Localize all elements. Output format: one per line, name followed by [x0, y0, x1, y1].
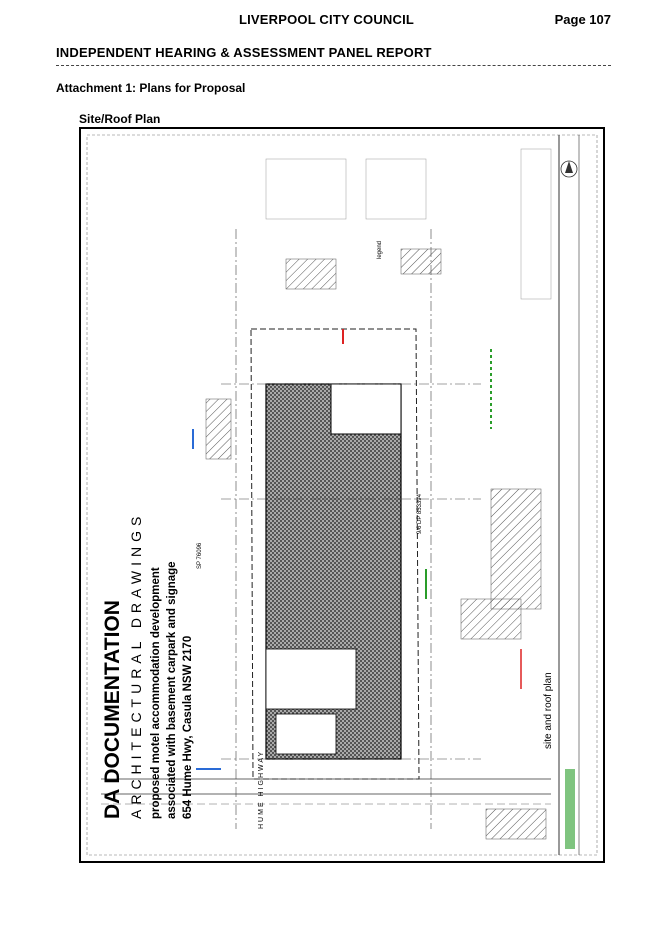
street-label: HUME HIGHWAY [258, 750, 265, 829]
project-address: 654 Hume Hwy, Casula NSW 2170 [182, 636, 194, 819]
north-arrow-icon [560, 160, 578, 178]
drawing-title-group: DA DOCUMENTATION ARCHITECTURAL DRAWINGS … [101, 512, 194, 819]
drawing-subtitle: ARCHITECTURAL DRAWINGS [128, 512, 144, 819]
report-title: INDEPENDENT HEARING & ASSESSMENT PANEL R… [56, 45, 432, 60]
project-description-2: associated with basement carpark and sig… [166, 561, 178, 819]
plan-svg: DA DOCUMENTATION ARCHITECTURAL DRAWINGS … [86, 134, 598, 856]
lot-label-sp: SP 76096 [197, 542, 203, 569]
header-divider [56, 65, 611, 66]
project-description-1: proposed motel accommodation development [150, 567, 162, 819]
section-title: Site/Roof Plan [79, 112, 161, 126]
drawing-title: DA DOCUMENTATION [101, 600, 124, 819]
site-roof-plan-drawing: DA DOCUMENTATION ARCHITECTURAL DRAWINGS … [79, 127, 605, 863]
lot-label-dp: 9/6 DP 853394 [417, 493, 423, 534]
page-number: Page 107 [554, 12, 611, 27]
attachment-title: Attachment 1: Plans for Proposal [56, 81, 246, 95]
sheet-name: site and roof plan [543, 672, 554, 749]
legend-title: legend [377, 241, 383, 259]
council-name: LIVERPOOL CITY COUNCIL [238, 12, 415, 27]
